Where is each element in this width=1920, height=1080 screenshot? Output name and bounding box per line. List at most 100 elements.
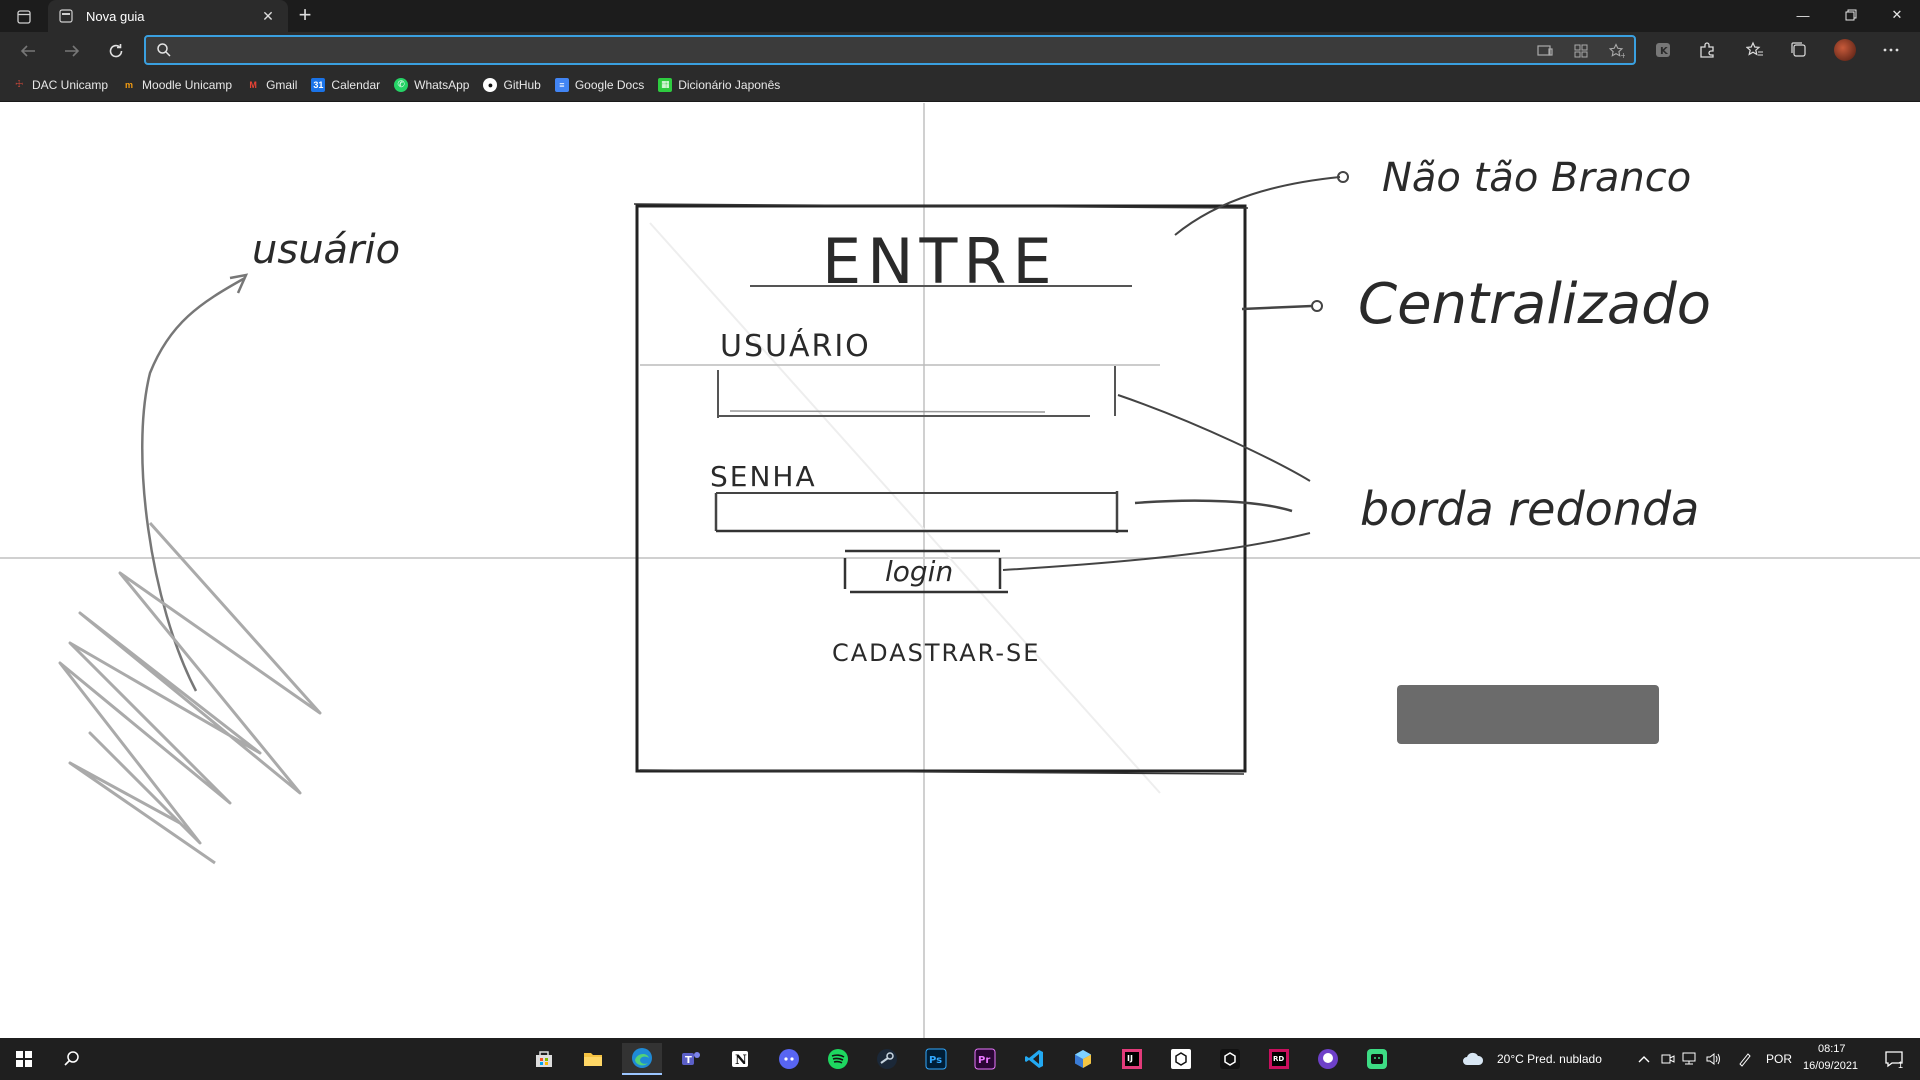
scribble-mark xyxy=(58,521,322,865)
steam-icon[interactable] xyxy=(867,1043,907,1075)
login-button-label: login xyxy=(885,555,953,588)
docs-icon: ≡ xyxy=(554,77,569,92)
bookmark-dac-unicamp[interactable]: ☩ DAC Unicamp xyxy=(12,73,108,97)
bookmark-gmail[interactable]: M Gmail xyxy=(246,73,297,97)
gray-button-preview xyxy=(1397,685,1659,744)
language-indicator[interactable]: POR xyxy=(1766,1052,1793,1066)
windows-taskbar: T N Ps Pr IJ RD 20°C Pred. nub xyxy=(0,1038,1920,1080)
intellij-icon[interactable]: IJ xyxy=(1112,1043,1152,1075)
file-explorer-icon[interactable] xyxy=(573,1043,613,1075)
close-window-button[interactable]: ✕ xyxy=(1891,7,1903,22)
premiere-icon[interactable]: Pr xyxy=(965,1043,1005,1075)
note-user: usuário xyxy=(252,227,400,273)
user-label: USUÁRIO xyxy=(720,328,871,364)
arrow-head-centered xyxy=(1311,300,1323,312)
close-tab-icon[interactable]: ✕ xyxy=(262,7,274,24)
more-options-icon[interactable] xyxy=(1880,40,1902,60)
dictionary-icon: ▦ xyxy=(658,77,673,92)
github-desktop-icon[interactable] xyxy=(1308,1043,1348,1075)
bookmark-label: Moodle Unicamp xyxy=(142,77,233,92)
tab-new-tab[interactable]: Nova guia ✕ xyxy=(48,0,288,32)
collections-icon[interactable] xyxy=(1788,40,1810,60)
bookmark-whatsapp[interactable]: ✆ WhatsApp xyxy=(394,73,469,97)
note-centered: Centralizado xyxy=(1358,272,1711,337)
sketch-drawing: ENTRE USUÁRIO SENHA login CADASTRAR- xyxy=(0,103,1920,1038)
discord-icon[interactable] xyxy=(769,1043,809,1075)
login-button-sketch xyxy=(843,549,1008,594)
bookmark-dicionario-japones[interactable]: ▦ Dicionário Japonês xyxy=(658,73,780,97)
weather-cloud-icon[interactable] xyxy=(1460,1043,1486,1075)
bookmark-calendar[interactable]: 31 Calendar xyxy=(311,73,380,97)
svg-text:T: T xyxy=(685,1055,692,1066)
extensions-puzzle-icon[interactable] xyxy=(1696,40,1718,60)
svg-text:+: + xyxy=(1620,51,1625,59)
bookmark-google-docs[interactable]: ≡ Google Docs xyxy=(554,73,644,97)
spotify-icon[interactable] xyxy=(818,1043,858,1075)
svg-text:IJ: IJ xyxy=(1127,1054,1133,1063)
bookmark-moodle-unicamp[interactable]: m Moodle Unicamp xyxy=(122,73,232,97)
volume-icon[interactable] xyxy=(1704,1043,1724,1075)
user-input-sketch xyxy=(717,366,1116,418)
network-icon[interactable] xyxy=(1680,1043,1700,1075)
bookmark-label: DAC Unicamp xyxy=(32,77,109,92)
photoshop-icon[interactable]: Ps xyxy=(916,1043,956,1075)
restore-button[interactable] xyxy=(1828,0,1874,30)
login-card-sketch xyxy=(633,203,1249,775)
favorites-icon[interactable] xyxy=(1744,40,1766,60)
github-icon: ● xyxy=(483,77,498,92)
back-button[interactable] xyxy=(14,38,42,64)
add-favorite-icon[interactable]: + xyxy=(1608,43,1626,59)
gmail-icon: M xyxy=(249,79,257,90)
notification-center-icon[interactable] xyxy=(1874,1043,1914,1075)
immersive-reader-icon[interactable] xyxy=(1536,43,1554,59)
new-tab-button[interactable]: + xyxy=(298,2,312,27)
signup-link: CADASTRAR-SE xyxy=(832,639,1040,667)
chevron-up-icon[interactable] xyxy=(1634,1043,1654,1075)
sketch-title: ENTRE xyxy=(822,225,1058,298)
weather-text[interactable]: 20°C Pred. nublado xyxy=(1497,1052,1602,1066)
arrow-head-user-note xyxy=(229,273,249,294)
arrow-user-note xyxy=(141,276,246,692)
cube-app-icon[interactable] xyxy=(1063,1043,1103,1075)
android-studio-icon[interactable] xyxy=(1357,1043,1397,1075)
password-label: SENHA xyxy=(710,460,817,493)
tab-title: Nova guia xyxy=(86,8,145,24)
address-bar[interactable]: + xyxy=(144,35,1636,65)
profile-avatar[interactable] xyxy=(1834,39,1856,61)
forward-button[interactable] xyxy=(58,38,86,64)
tab-actions-icon[interactable] xyxy=(10,6,38,28)
unity-hub-icon[interactable] xyxy=(1210,1043,1250,1075)
bookmark-label: Dicionário Japonês xyxy=(678,77,781,92)
bookmark-github[interactable]: ● GitHub xyxy=(483,73,541,97)
minimize-button[interactable]: ― xyxy=(1796,7,1810,23)
browser-titlebar: Nova guia ✕ + ― ✕ xyxy=(0,0,1920,32)
unity-icon[interactable] xyxy=(1161,1043,1201,1075)
arrow-not-white xyxy=(1174,176,1341,236)
rider-icon[interactable]: RD xyxy=(1259,1043,1299,1075)
bookmark-label: WhatsApp xyxy=(414,77,470,92)
store-icon[interactable] xyxy=(524,1043,564,1075)
extension-k-icon[interactable]: K xyxy=(1652,40,1674,60)
notion-icon[interactable]: N xyxy=(720,1043,760,1075)
pen-workspace-icon[interactable] xyxy=(1734,1043,1756,1075)
moodle-icon: m xyxy=(125,79,134,90)
clock-time[interactable]: 08:17 xyxy=(1818,1043,1846,1055)
meet-now-icon[interactable] xyxy=(1658,1043,1678,1075)
note-rounded: borda redonda xyxy=(1360,482,1699,536)
app-available-icon[interactable] xyxy=(1572,43,1590,59)
svg-text:RD: RD xyxy=(1273,1055,1284,1063)
start-button[interactable] xyxy=(4,1043,44,1075)
clock-date[interactable]: 16/09/2021 xyxy=(1803,1060,1859,1072)
refresh-button[interactable] xyxy=(102,38,130,64)
address-input[interactable] xyxy=(186,40,1486,60)
vscode-icon[interactable] xyxy=(1014,1043,1054,1075)
arrow-centered xyxy=(1241,304,1313,311)
edge-icon[interactable] xyxy=(622,1043,662,1075)
svg-text:N: N xyxy=(735,1053,747,1068)
taskbar-search-icon[interactable] xyxy=(52,1043,92,1075)
teams-icon[interactable]: T xyxy=(671,1043,711,1075)
browser-toolbar: + K xyxy=(0,32,1920,68)
arrow-password-rounded xyxy=(1134,499,1293,513)
bookmarks-bar: ☩ DAC Unicamp m Moodle Unicamp M Gmail 3… xyxy=(0,68,1920,102)
note-not-white: Não tão Branco xyxy=(1382,155,1691,201)
